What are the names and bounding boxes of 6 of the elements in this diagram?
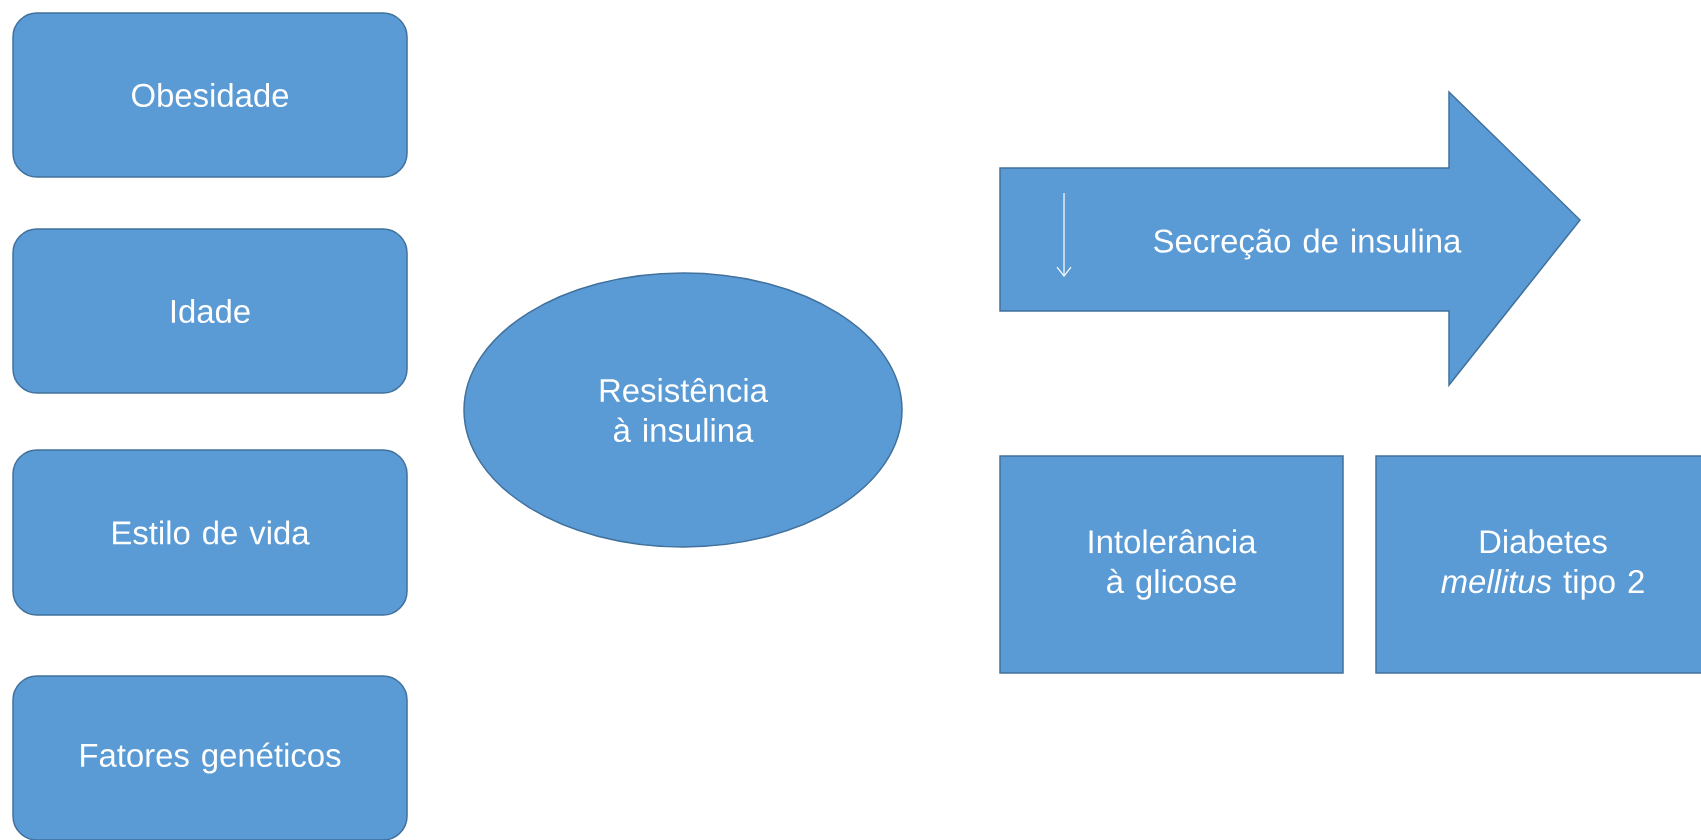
rounded-box: Estilo de vida — [12, 449, 408, 616]
rounded-box: Idade — [12, 228, 408, 394]
box: Diabetes mellitus tipo 2 — [1375, 455, 1701, 674]
rounded-box: Obesidade — [12, 12, 408, 178]
box: Intolerância à glicose — [999, 455, 1344, 674]
rounded-box: Fatores genéticos — [12, 675, 408, 840]
